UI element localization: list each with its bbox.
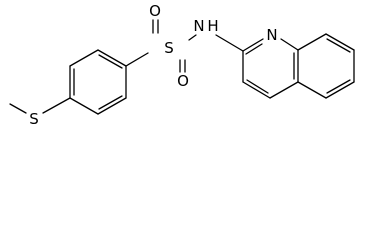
bond-s-phenyl: [42, 97, 71, 114]
atom-o-bottom: O: [177, 72, 189, 90]
sulfonyl-oxygen-bonds: [152, 19, 186, 73]
chemical-structure-diagram: S S O O N H N: [9, 2, 355, 128]
atom-n-amine: N: [193, 17, 204, 35]
benzene-ring: [69, 49, 127, 115]
atom-s-sulfonyl: S: [164, 39, 174, 57]
bond-nh-quinoline: [215, 34, 244, 52]
quinoline-benzo-ring: [297, 33, 355, 99]
atom-h-amine: H: [207, 17, 218, 35]
bond-phenyl-so2: [125, 52, 149, 67]
quinoline-pyridine-ring: [242, 38, 299, 99]
atom-n-ring: N: [266, 26, 277, 44]
bond-methyl-s: [9, 103, 27, 114]
bond-so2-nh: [188, 34, 197, 41]
atom-s-thioether: S: [29, 110, 39, 128]
atom-o-top: O: [149, 2, 161, 20]
